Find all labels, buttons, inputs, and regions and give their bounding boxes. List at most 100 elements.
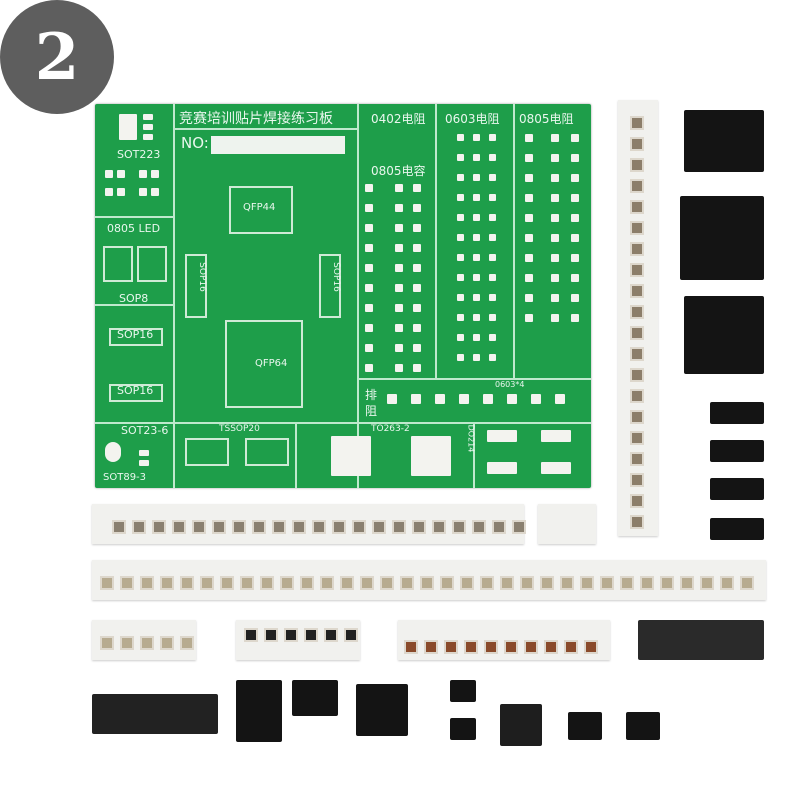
pad [473,294,480,301]
pad [489,274,496,281]
pad [473,314,480,321]
component-cell [500,576,514,590]
pad [483,394,493,404]
tssop20-label: TSSOP20 [219,424,260,434]
pad [489,134,496,141]
sop8-loose [450,680,476,702]
sop16-component [710,440,764,462]
component-cell [260,576,274,590]
component-cell [580,576,594,590]
pad [435,394,445,404]
pad [489,174,496,181]
pad [151,188,159,196]
sop8-footprint [137,246,167,282]
pad [571,154,579,162]
pad [413,244,421,252]
component-cell [180,636,194,650]
divider [173,104,175,488]
divider [295,422,297,488]
pad [413,344,421,352]
component-cell [472,520,486,534]
divider [95,304,173,306]
divider [435,104,437,378]
component-cell [740,576,754,590]
pad [473,194,480,201]
component-cell [630,326,644,340]
component-cell [504,640,518,654]
pad [139,170,147,178]
pad [395,224,403,232]
component-cell [240,576,254,590]
divider [95,216,173,218]
pad [457,314,464,321]
sop16-vertical-footprint [319,254,341,318]
sot23-tape [538,504,596,544]
do214-label: DO214 [466,424,476,453]
pad [457,354,464,361]
component-cell [630,347,644,361]
qfp64-footprint [225,320,303,408]
component-cell [630,389,644,403]
pad [331,436,371,476]
to263-label: TO263-2 [371,424,410,434]
pad [143,114,153,120]
pad [525,294,533,302]
component-cell [544,640,558,654]
divider [357,378,591,380]
pad [413,224,421,232]
pad [413,204,421,212]
pad [457,254,464,261]
pad [473,234,480,241]
pad [473,174,480,181]
pad [365,264,373,272]
component-cell [680,576,694,590]
sot23-6-loose [500,704,542,746]
pad [413,264,421,272]
component-cell [440,576,454,590]
component-cell [720,576,734,590]
component-cell [630,368,644,382]
pad [413,304,421,312]
pad [489,234,496,241]
sop16-vertical-label: SOP16 [330,262,341,292]
pad [411,436,451,476]
pad [525,314,533,322]
led0805-label: 0805 LED [107,222,161,235]
pad [395,184,403,192]
component-cell [404,640,418,654]
pad [489,214,496,221]
qfp64-component [684,296,764,374]
component-cell [484,640,498,654]
qfp44-label: QFP44 [243,202,276,213]
component-cell [540,576,554,590]
component-cell [392,520,406,534]
pad [551,294,559,302]
pad [457,214,464,221]
pad [489,194,496,201]
pad [571,254,579,262]
sot223-loose [236,680,282,742]
pad [487,430,517,442]
sop16-component [710,478,764,500]
pad [365,204,373,212]
component-cell [492,520,506,534]
pad [551,234,559,242]
sop16-component [710,402,764,424]
component-cell [630,473,644,487]
pad [473,334,480,341]
component-cell [520,576,534,590]
sop16-vertical-footprint [185,254,207,318]
r0402-label: 0402电阻 [371,112,426,126]
pad [395,304,403,312]
sop16-label-b: SOP16 [117,384,154,397]
serial-number-field [211,136,345,154]
component-cell [180,576,194,590]
component-cell [432,520,446,534]
component-cell [140,636,154,650]
pad [365,324,373,332]
pad [395,204,403,212]
sot23-6-label: SOT23-6 [121,424,169,437]
pad [571,214,579,222]
component-cell [380,576,394,590]
qfp44-loose [356,684,408,736]
